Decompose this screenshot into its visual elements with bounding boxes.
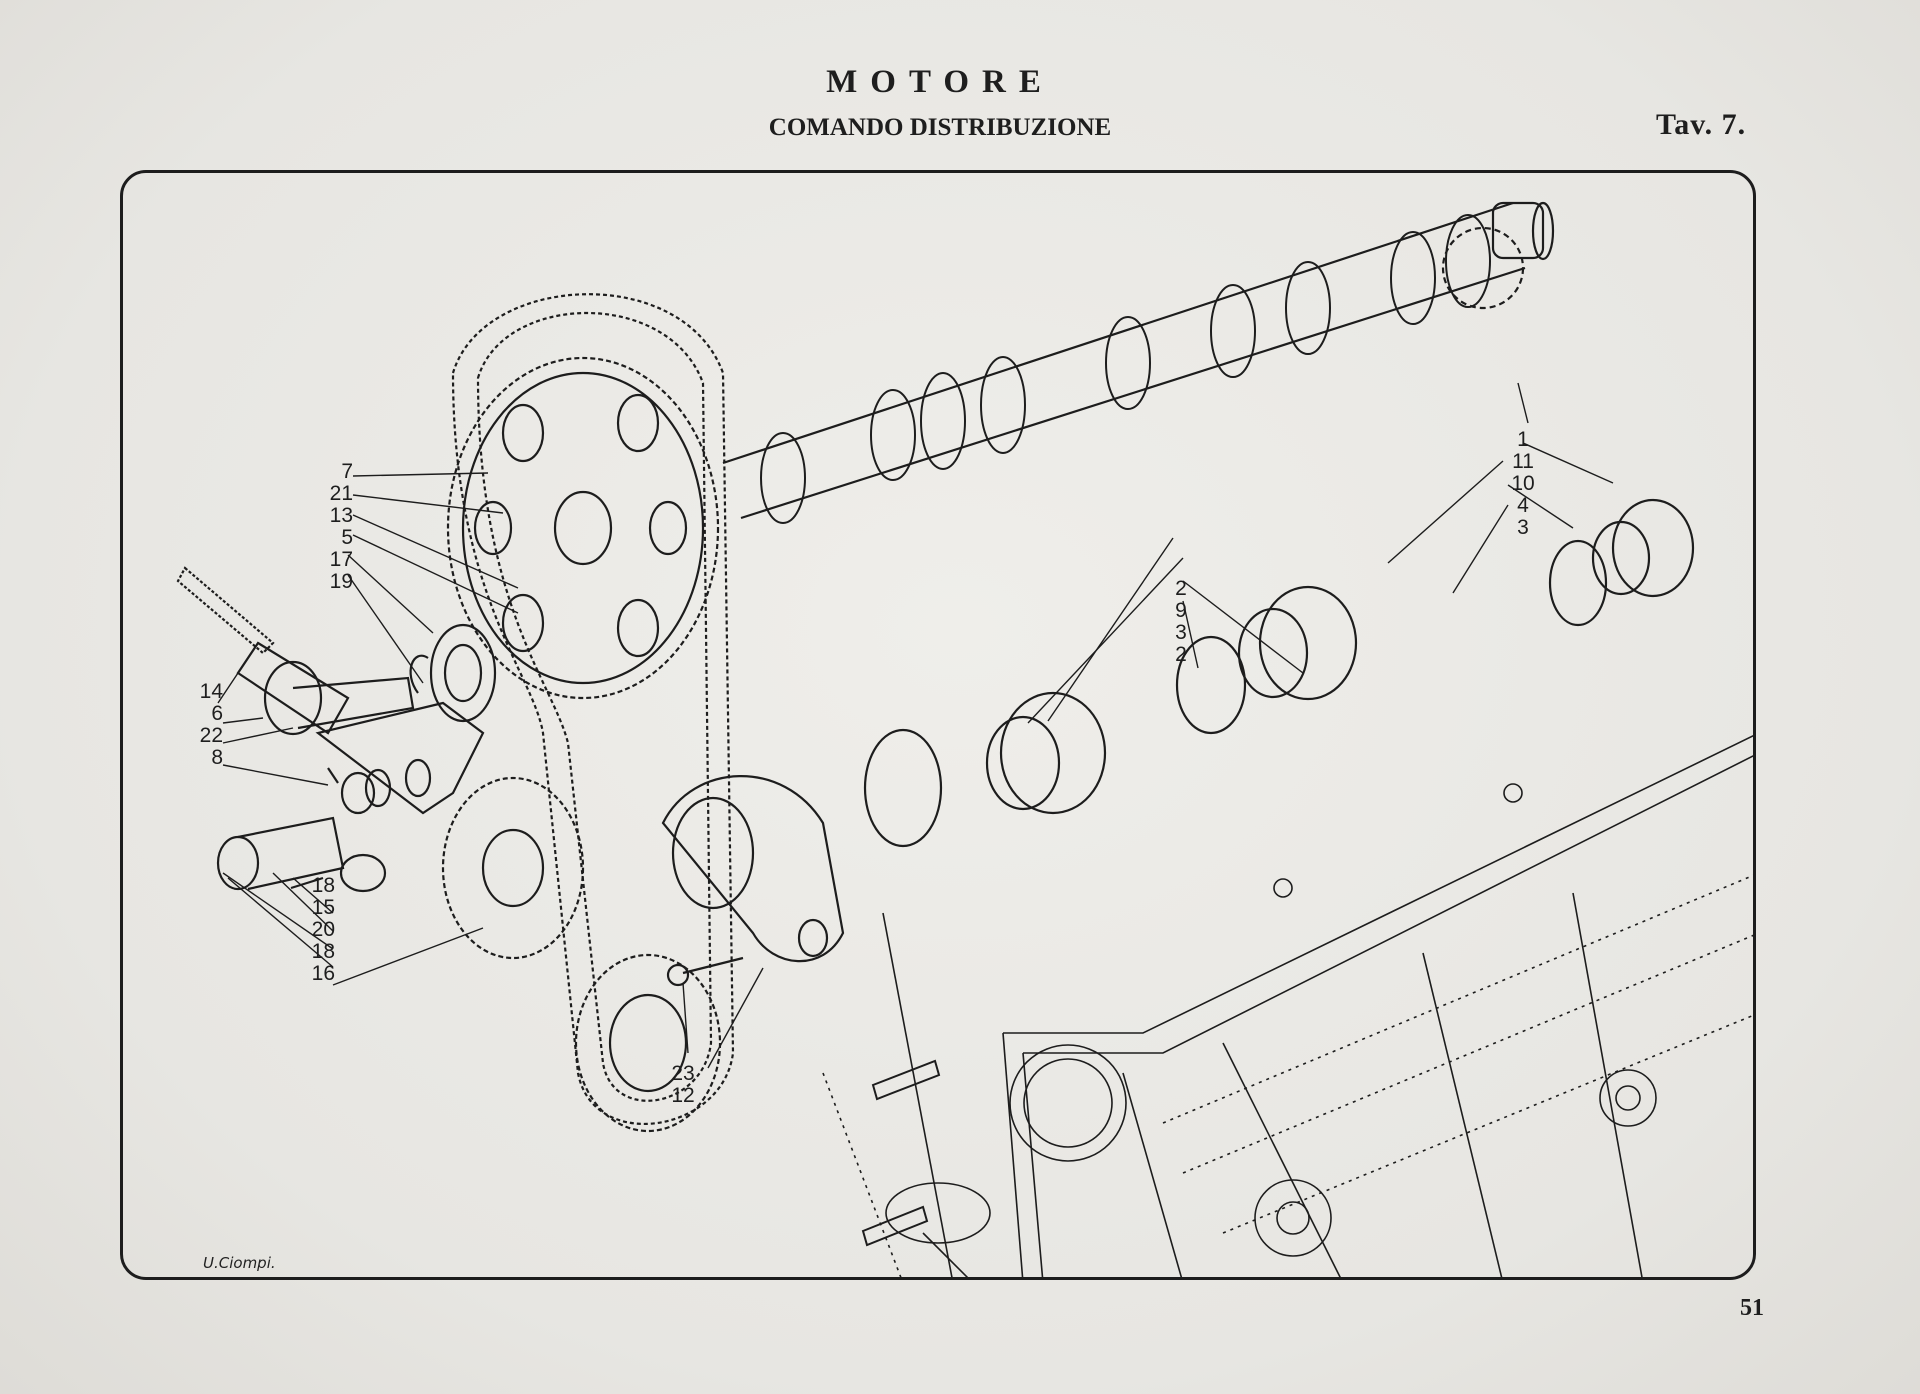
callout-label: 14 <box>199 680 223 703</box>
callout-label: 15 <box>311 896 335 919</box>
callout-label: 3 <box>1175 621 1187 644</box>
page-number: 51 <box>1740 1295 1764 1321</box>
camshaft-sprocket <box>446 356 720 700</box>
callout-label: 20 <box>311 918 335 941</box>
callout-label: 10 <box>1511 472 1535 495</box>
stud-bolts <box>861 1059 941 1247</box>
callout-label: 22 <box>199 724 223 747</box>
artist-signature: U.Ciompi. <box>203 1254 276 1272</box>
callout-label: 18 <box>311 874 335 897</box>
callout-label: 19 <box>329 570 353 593</box>
callout-label: 23 <box>671 1062 695 1085</box>
exploded-view-drawing <box>176 201 1753 1277</box>
callout-group-right-bushing: 2 9 3 2 <box>1153 578 1209 666</box>
callout-group-bottom-center: 23 12 <box>653 1063 713 1107</box>
callout-label: 7 <box>341 460 353 483</box>
callout-label: 18 <box>311 940 335 963</box>
page-title: MOTORE <box>826 64 1054 100</box>
bushings-and-rings <box>863 498 1695 848</box>
callout-label: 2 <box>1175 577 1187 600</box>
callout-label: 2 <box>1175 643 1187 666</box>
drawing-frame: 7 21 13 5 17 19 14 6 22 8 18 15 20 18 16… <box>120 170 1756 1280</box>
plate-number: Tav. 7. <box>1656 108 1747 141</box>
callout-group-left-middle: 14 6 22 8 <box>143 681 223 769</box>
chain-tensioner <box>176 566 497 893</box>
callout-label: 3 <box>1517 516 1529 539</box>
callout-label: 5 <box>341 526 353 549</box>
leader-lines <box>217 382 1614 1069</box>
callout-group-left-upper: 7 21 13 5 17 19 <box>263 461 353 593</box>
callout-label: 1 <box>1517 428 1529 451</box>
timing-chain <box>451 293 735 1126</box>
callout-label: 6 <box>211 702 223 725</box>
page-subtitle: COMANDO DISTRIBUZIONE <box>768 114 1112 141</box>
callout-label: 11 <box>1512 450 1534 473</box>
callout-label: 4 <box>1517 494 1529 517</box>
callout-label: 12 <box>671 1084 695 1107</box>
callout-label: 9 <box>1175 599 1187 622</box>
idler-sprocket <box>441 776 585 960</box>
engine-block <box>822 735 1753 1277</box>
crankshaft-sprocket <box>574 953 722 1133</box>
callout-group-right-camshaft: 1 11 10 4 3 <box>1483 429 1563 539</box>
callout-label: 21 <box>329 482 353 505</box>
callout-label: 13 <box>329 504 353 527</box>
cover-flange <box>661 775 845 987</box>
callout-group-left-lower: 18 15 20 18 16 <box>263 875 335 985</box>
callout-label: 17 <box>329 548 353 571</box>
callout-label: 16 <box>311 962 335 985</box>
camshaft <box>722 201 1555 524</box>
callout-label: 8 <box>211 746 223 769</box>
